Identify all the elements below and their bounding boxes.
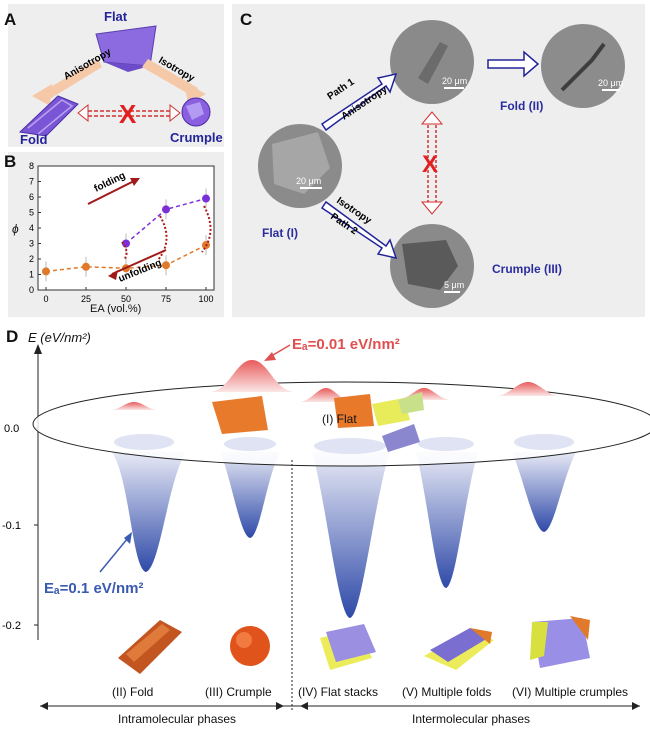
purple-sheet	[382, 424, 420, 452]
folding-arrow	[87, 179, 137, 205]
fold-micrograph	[541, 24, 625, 108]
crumple-well	[220, 452, 280, 538]
unfolding-arrow	[111, 249, 167, 275]
phase-crumple: (III) Crumple	[205, 685, 272, 699]
phase-flat-stacks: (IV) Flat stacks	[298, 685, 379, 699]
path1-text: Path 1	[326, 76, 357, 102]
panel-a-cross: X	[119, 99, 137, 129]
y-tick-label: 8	[29, 161, 34, 171]
panel-a-diagram: Anisotropy Isotropy X	[18, 25, 211, 137]
y-tick-label: 7	[29, 177, 34, 187]
green-sheet	[398, 392, 424, 414]
panel-b-ylabel: ϕ	[12, 222, 19, 236]
data-point	[122, 239, 130, 248]
scale-fold: 20 μm	[598, 78, 623, 88]
ea-low-text: Eₐ=0.1 eV/nm²	[44, 580, 144, 597]
scale-crumple: 5 μm	[444, 280, 464, 290]
orange-sheet-1	[212, 396, 268, 434]
fold-sheet	[18, 95, 79, 137]
panel-c-label: C	[240, 10, 253, 29]
data-point	[162, 261, 170, 270]
orange-sheet-2	[334, 394, 374, 428]
barrier-peak	[210, 360, 294, 392]
panel-c-cross: X	[422, 151, 438, 178]
y-tick-label: 6	[29, 192, 34, 202]
phase-multiple-folds: (V) Multiple folds	[402, 685, 492, 699]
to-fold-arrow	[487, 50, 540, 78]
path1-arrow	[320, 72, 398, 132]
tick-2: -0.2	[2, 620, 21, 632]
data-point	[162, 205, 170, 214]
y-tick-label: 0	[29, 285, 34, 295]
panel-a-flat-label: Flat	[104, 9, 128, 24]
intramolecular-label: Intramolecular phases	[118, 712, 237, 726]
phase-fold: (II) Fold	[112, 685, 154, 699]
flat-i-disc-label: (I) Flat	[322, 412, 357, 426]
crumple-iii-label: Crumple (III)	[492, 262, 563, 276]
ea-high-label: Eₐ=0.01 eV/nm²	[292, 336, 400, 353]
crumple-image	[230, 626, 270, 666]
panel-b-label: B	[4, 152, 17, 171]
data-point	[202, 194, 210, 203]
panel-d-label: D	[6, 327, 19, 346]
path2-arrow	[320, 200, 398, 260]
panel-a-crumple-label: Crumple	[170, 130, 223, 145]
energy-landscape: 0.0 -0.1 -0.2	[2, 344, 650, 712]
fold-ii-label: Fold (II)	[500, 99, 544, 113]
panel-a-label: A	[4, 10, 17, 29]
scale-flat: 20 μm	[296, 176, 321, 186]
multiple-folds-well	[416, 452, 478, 588]
data-point	[82, 262, 90, 271]
scale-mid: 20 μm	[442, 76, 467, 86]
ea-high-text: Eₐ=0.01 eV/nm²	[292, 336, 400, 353]
panel-a-fold-label: Fold	[20, 132, 48, 147]
x-tick-label: 0	[43, 294, 48, 304]
panel-b-xlabel: EA (vol.%)	[90, 303, 142, 315]
anisotropy-arrow	[42, 59, 102, 100]
multiple-crumples-well	[512, 452, 576, 532]
isotropy-arrow	[142, 59, 198, 96]
flat-i-label: Flat (I)	[262, 226, 298, 240]
tick-1: -0.1	[2, 520, 21, 532]
x-tick-label: 25	[81, 294, 91, 304]
y-tick-label: 4	[29, 223, 34, 233]
phase-multiple-crumples: (VI) Multiple crumples	[512, 685, 629, 699]
intermolecular-label: Intermolecular phases	[412, 712, 531, 726]
x-tick-label: 75	[161, 294, 171, 304]
fold-well	[112, 452, 186, 572]
flat-stacks-well	[312, 452, 390, 618]
anisotropy-text: Anisotropy	[62, 46, 114, 82]
energy-axis-label: E (eV/nm²)	[28, 330, 91, 345]
y-tick-label: 2	[29, 254, 34, 264]
ea-low-label: Eₐ=0.1 eV/nm²	[44, 580, 143, 597]
y-tick-label: 5	[29, 208, 34, 218]
y-tick-label: 1	[29, 270, 34, 280]
data-point	[42, 267, 50, 276]
x-tick-label: 100	[198, 294, 213, 304]
y-tick-label: 3	[29, 239, 34, 249]
tick-0: 0.0	[4, 423, 19, 435]
panel-c-diagram: Path 1 Anisotropy Isotropy Path 2 X 20 μ…	[258, 20, 625, 308]
x-tick-label: 50	[121, 294, 131, 304]
